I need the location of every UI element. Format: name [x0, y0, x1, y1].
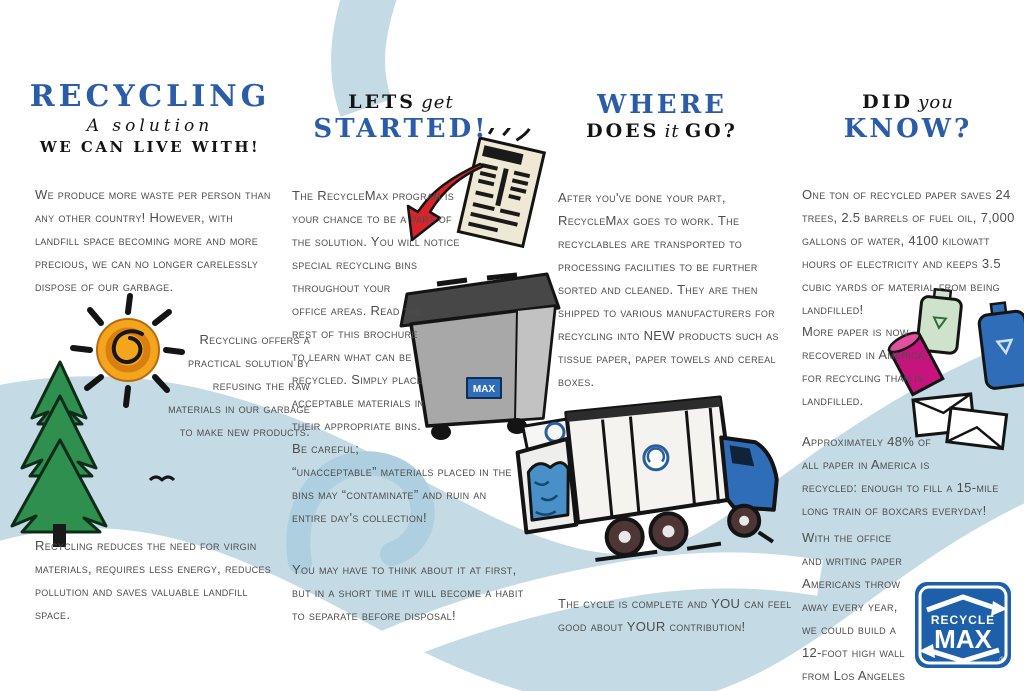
panel3-paragraph-cycle: The cycle is complete and YOU can feel g…: [558, 596, 792, 634]
panel4-title-blue: KNOW?: [843, 113, 973, 144]
panel1-paragraph-offers: Recycling offers a practical solution by…: [168, 332, 310, 439]
panel2-paragraph-program: The RecycleMax program is your chance to…: [292, 184, 524, 529]
newspaper-into-bin-illustration: MAX: [382, 118, 582, 440]
recyclemax-logo: RECYCLE MAX ®: [915, 582, 1011, 668]
recyclemax-logo-icon: RECYCLE MAX ®: [915, 582, 1011, 668]
green-jar-icon: [915, 287, 963, 355]
panel4-paragraph-wall: With the office and writing paper Americ…: [802, 526, 1022, 691]
garbage-truck-illustration: [505, 382, 795, 597]
panel1-heading: RECYCLING A solution WE CAN LIVE WITH!: [28, 79, 272, 157]
bin-wrap-spacer: [429, 279, 524, 444]
panel4-paragraph-oneton: One ton of recycled paper saves 24 trees…: [802, 187, 1015, 317]
logo-max-text: MAX: [934, 624, 992, 654]
garbage-truck-icon: [515, 395, 779, 562]
panel2-program-text: The RecycleMax program is your chance to…: [292, 188, 512, 525]
panel1-title: RECYCLING: [29, 79, 271, 114]
panel2-title-italic: get: [421, 92, 454, 113]
bird-icon: [148, 475, 176, 482]
logo-recycle-text: RECYCLE: [931, 613, 995, 627]
panel1-paragraph-reduces: Recycling reduces the need for virgin ma…: [35, 538, 272, 622]
newspaper-wrap-spacer: [464, 184, 524, 279]
magenta-can-icon: [887, 331, 945, 397]
logo-wrap-spacer: [910, 590, 1022, 670]
panel3-heading: WHERE DOES it GO?: [556, 90, 768, 143]
panel4-title-black: DID: [862, 91, 913, 113]
logo-registered-mark: ®: [999, 656, 1005, 664]
panel1-paragraph-intro: We produce more waste per person than an…: [35, 187, 271, 294]
wheeled-bin-icon: MAX: [399, 272, 561, 440]
panel3-title-does: DOES: [586, 119, 660, 142]
panel3-title-go: GO?: [684, 119, 738, 142]
panel3-title-it: it: [664, 120, 680, 142]
panel4-paragraph-approx: Approximately 48% of all paper in Americ…: [802, 430, 1024, 522]
bottles-jars-envelopes-icon: [887, 287, 1024, 451]
panel1-subtitle-italic: A solution: [86, 115, 214, 136]
panel2-heading: LETS get STARTED!: [292, 91, 510, 145]
panel4-wall-text: With the office and writing paper Americ…: [802, 530, 906, 683]
red-arrow-icon: [406, 162, 486, 242]
panel1-subtitle-bold: WE CAN LIVE WITH!: [39, 138, 261, 157]
panel2-title-blue: STARTED!: [313, 113, 489, 144]
bin-label: MAX: [473, 384, 496, 395]
panel3-title-blue: WHERE: [596, 90, 727, 120]
envelope-icon: [945, 406, 1009, 451]
envelope-wrap-spacer: [936, 430, 1024, 455]
recycle-bin-icon: MAX: [399, 118, 561, 440]
panel2-paragraph-habit: You may have to think about it at first,…: [292, 562, 524, 623]
panel4-paragraph-more: More paper is now recovered in America f…: [802, 324, 925, 408]
panel2-title-black: LETS: [348, 91, 416, 113]
panel4-approx-text: Approximately 48% of all paper in Americ…: [802, 434, 999, 518]
blue-bottle-icon: [977, 301, 1024, 390]
panel4-title-italic: you: [918, 92, 954, 113]
panel4-heading: DID you KNOW?: [802, 91, 1014, 145]
sun-icon: [70, 293, 185, 408]
panel3-paragraph-after: After you've done your part, RecycleMax …: [558, 190, 779, 389]
recyclables-illustration: [885, 287, 1024, 463]
